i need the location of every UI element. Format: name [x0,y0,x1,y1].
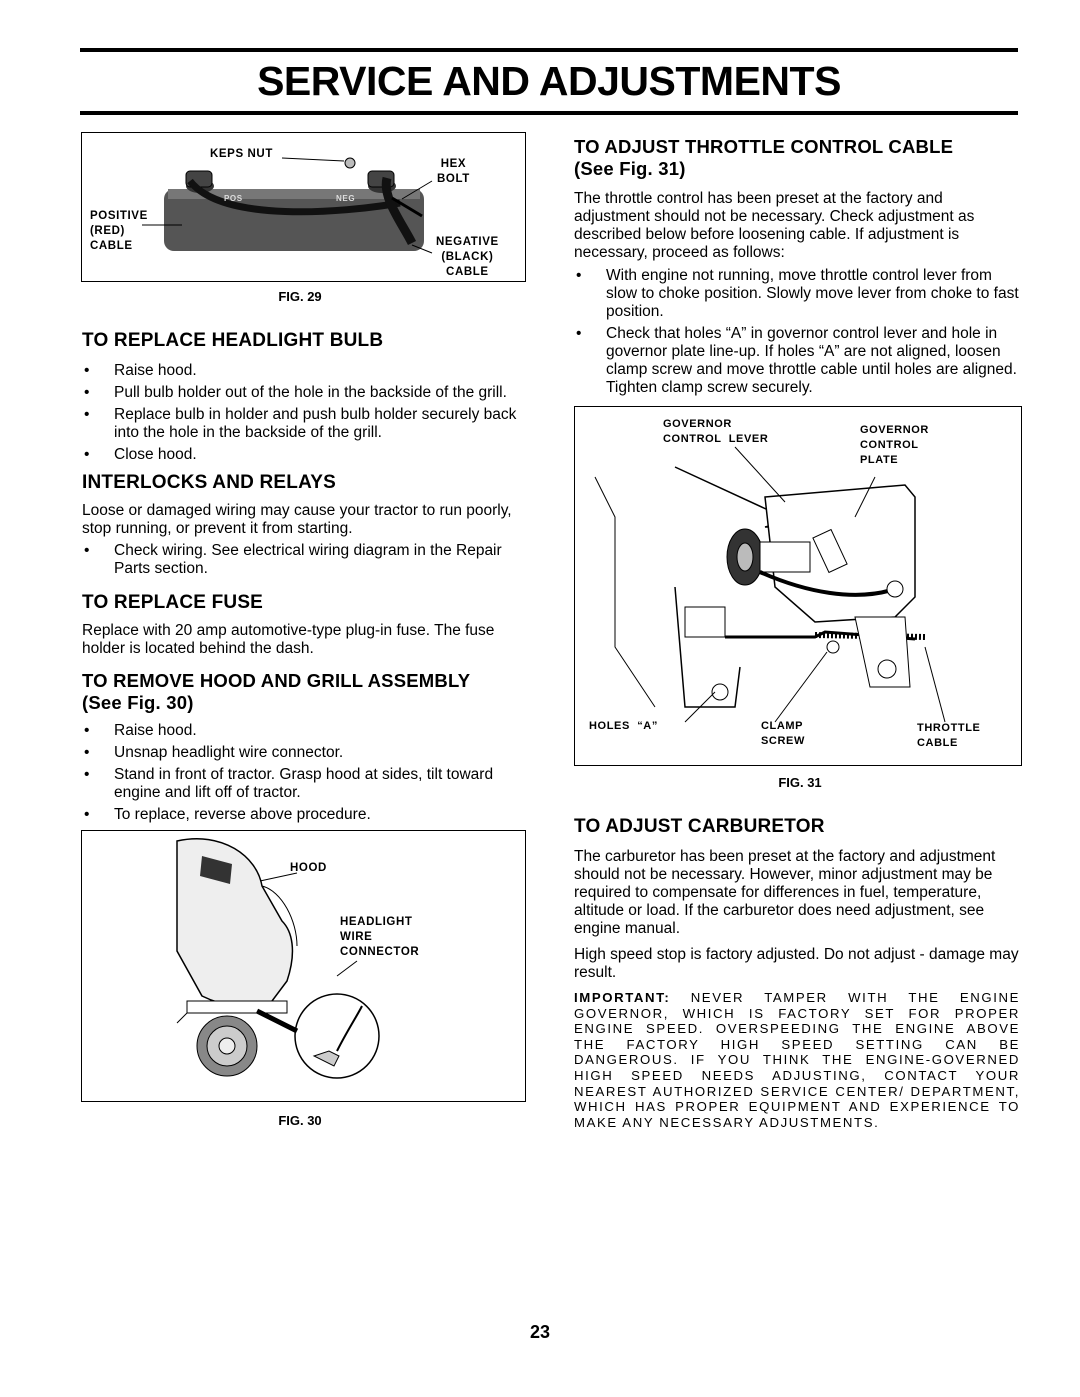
figure-31-caption: FIG. 31 [778,775,822,790]
list-item: With engine not running, move throttle c… [574,267,1020,321]
throttle-text: The throttle control has been preset at … [574,190,975,261]
figure-29-battery: POS NEG KEPS NUT HEX BOLT POSITIVE (RED)… [81,132,526,282]
figure-30-caption: FIG. 30 [278,1113,322,1128]
list-item: Check that holes “A” in governor control… [574,325,1020,397]
headlight-heading: TO REPLACE HEADLIGHT BULB [82,330,384,351]
important-text: NEVER TAMPER WITH THE ENGINE GOVERNOR, W… [574,990,1020,1130]
headlight-steps: Raise hood. Pull bulb holder out of the … [82,362,524,464]
label-throttle-cable: THROTTLE CABLE [917,722,981,749]
throttle-steps: With engine not running, move throttle c… [574,267,1020,397]
list-item: To replace, reverse above procedure. [82,806,524,824]
page-number: 23 [529,1322,551,1342]
battery-illustration [142,157,433,254]
interlocks-heading: INTERLOCKS AND RELAYS [82,472,337,493]
carburetor-text-2: High speed stop is factory adjusted. Do … [574,946,1019,981]
list-item: Raise hood. [82,362,524,380]
list-item: Stand in front of tractor. Grasp hood at… [82,766,524,802]
hood-illustration [176,838,380,1079]
label-clamp-screw: CLAMP SCREW [761,720,805,747]
header-rule-top [80,48,1018,52]
label-negative-cable: NEGATIVE (BLACK) CABLE [436,236,499,278]
label-keps-nut: KEPS NUT [210,148,273,160]
header-rule-bottom [80,111,1018,115]
important-label: IMPORTANT: [574,990,671,1005]
label-hex-bolt: HEX BOLT [437,158,470,185]
list-item: Close hood. [82,446,524,464]
hood-heading: TO REMOVE HOOD AND GRILL ASSEMBLY (See F… [82,670,524,714]
throttle-heading-line1: TO ADJUST THROTTLE CONTROL CABLE [574,136,954,157]
throttle-heading: TO ADJUST THROTTLE CONTROL CABLE (See Fi… [574,136,1020,180]
label-governor-control-lever: GOVERNOR CONTROL LEVER [663,418,769,445]
hood-heading-line2: (See Fig. 30) [82,692,194,713]
carburetor-heading: TO ADJUST CARBURETOR [574,816,825,837]
fuse-text: Replace with 20 amp automotive-type plug… [82,622,495,657]
figure-30-hood: HOOD HEADLIGHT WIRE CONNECTOR [81,830,526,1102]
hood-heading-line1: TO REMOVE HOOD AND GRILL ASSEMBLY [82,670,471,691]
list-item: Pull bulb holder out of the hole in the … [82,384,524,402]
figure-29-caption: FIG. 29 [278,289,322,304]
governor-illustration [594,446,946,723]
throttle-heading-line2: (See Fig. 31) [574,158,686,179]
label-positive-cable: POSITIVE (RED) CABLE [90,210,148,252]
carburetor-text-1: The carburetor has been preset at the fa… [574,848,996,937]
label-governor-control-plate: GOVERNOR CONTROL PLATE [860,424,929,466]
label-headlight-connector: HEADLIGHT WIRE CONNECTOR [340,916,420,958]
hood-steps: Raise hood. Unsnap headlight wire connec… [82,722,524,824]
list-item: Unsnap headlight wire connector. [82,744,524,762]
important-notice: IMPORTANT: NEVER TAMPER WITH THE ENGINE … [574,990,1020,1130]
page-title: SERVICE AND ADJUSTMENTS [257,58,841,104]
label-holes-a: HOLES “A” [589,720,658,732]
figure-31-governor: GOVERNOR CONTROL LEVER GOVERNOR CONTROL … [574,406,1022,766]
fuse-heading: TO REPLACE FUSE [82,592,264,613]
list-item: Raise hood. [82,722,524,740]
label-hood: HOOD [290,862,327,874]
interlocks-steps: Check wiring. See electrical wiring diag… [82,542,524,578]
interlocks-text: Loose or damaged wiring may cause your t… [82,502,512,537]
pos-terminal-mark: POS [224,194,243,203]
list-item: Check wiring. See electrical wiring diag… [82,542,524,578]
neg-terminal-mark: NEG [336,194,356,203]
list-item: Replace bulb in holder and push bulb hol… [82,406,524,442]
